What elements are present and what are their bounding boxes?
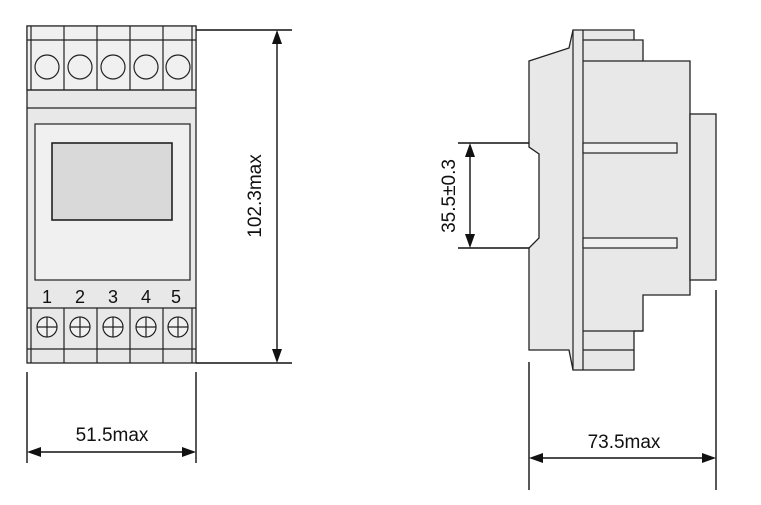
terminal-label-1: 1 — [42, 287, 52, 307]
screw-icon — [36, 316, 58, 338]
screw-icon — [69, 316, 91, 338]
depth-dimension: 73.5max — [528, 290, 717, 490]
display-window — [51, 142, 173, 221]
front-view: 1 2 3 4 5 — [26, 25, 197, 364]
terminal-label-4: 4 — [141, 287, 151, 307]
front-cover-protrusion — [689, 113, 717, 281]
depth-dimension-label: 73.5max — [588, 432, 661, 453]
vent-slot-lower — [582, 237, 678, 249]
terminal-label-5: 5 — [171, 287, 181, 307]
rail-dimension-label: 35.5±0.3 — [439, 159, 460, 233]
bottom-terminal-screws — [36, 316, 189, 338]
screw-icon — [102, 316, 124, 338]
height-dimension-label: 102.3max — [245, 154, 266, 238]
side-view — [528, 29, 717, 371]
top-terminal-screws — [34, 54, 191, 80]
terminal-label-2: 2 — [75, 287, 85, 307]
terminal-label-3: 3 — [108, 287, 118, 307]
bottom-terminal-dividers — [30, 308, 193, 363]
rail-dimension: 35.5±0.3 — [439, 142, 529, 249]
vent-slot-upper — [582, 142, 678, 154]
screw-icon — [135, 316, 157, 338]
side-housing — [528, 29, 691, 371]
width-dimension-label: 51.5max — [76, 425, 149, 446]
top-terminal-dividers — [30, 26, 193, 90]
screw-icon — [167, 316, 189, 338]
width-dimension: 51.5max — [26, 372, 197, 463]
height-dimension: 102.3max — [196, 29, 292, 364]
